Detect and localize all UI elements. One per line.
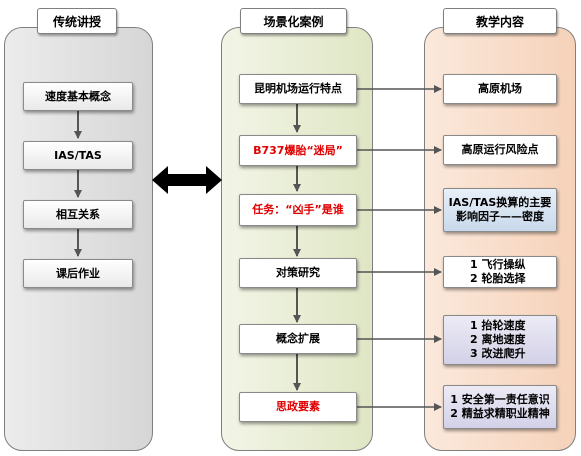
right-item-line: IAS/TAS换算的主要 (448, 196, 552, 209)
right-item-line: 1 抬轮速度 (470, 319, 526, 332)
scenario-case-header: 场景化案例 (240, 8, 347, 34)
traditional-lecture-header: 传统讲授 (37, 8, 117, 34)
left-item: 相互关系 (23, 200, 133, 229)
mid-item: 对策研究 (239, 258, 357, 288)
right-item-line: 1 飞行操纵 (470, 258, 526, 271)
mid-item: 思政要素 (239, 392, 357, 422)
teaching-content-header: 教学内容 (443, 8, 557, 34)
right-item-line: 2 轮胎选择 (470, 272, 526, 285)
mid-item: 昆明机场运行特点 (239, 74, 357, 104)
left-item: IAS/TAS (23, 141, 133, 170)
right-item-line: 影响因子——密度 (456, 210, 544, 223)
right-item: 1 飞行操纵 2 轮胎选择 (443, 256, 557, 288)
double-headed-arrow (152, 166, 222, 194)
right-item-line: 高原运行风险点 (461, 143, 539, 156)
right-item-line: 1 安全第一责任意识 (450, 393, 550, 406)
right-item: 1 安全第一责任意识 2 精益求精职业精神 (443, 385, 557, 429)
right-item: 高原机场 (443, 74, 557, 104)
right-item-line: 2 离地速度 (470, 333, 526, 346)
right-item-line: 3 改进爬升 (470, 347, 526, 360)
left-item: 课后作业 (23, 259, 133, 288)
mid-item: 概念扩展 (239, 324, 357, 354)
right-item: 高原运行风险点 (443, 135, 557, 165)
mid-item: B737爆胎“迷局” (239, 135, 357, 166)
right-item: 1 抬轮速度 2 离地速度 3 改进爬升 (443, 315, 557, 365)
left-item: 速度基本概念 (23, 82, 133, 111)
right-item-line: 高原机场 (478, 82, 522, 95)
right-item: IAS/TAS换算的主要 影响因子——密度 (443, 188, 557, 232)
right-item-line: 2 精益求精职业精神 (450, 407, 550, 420)
mid-item: 任务：“凶手”是谁 (239, 194, 357, 226)
